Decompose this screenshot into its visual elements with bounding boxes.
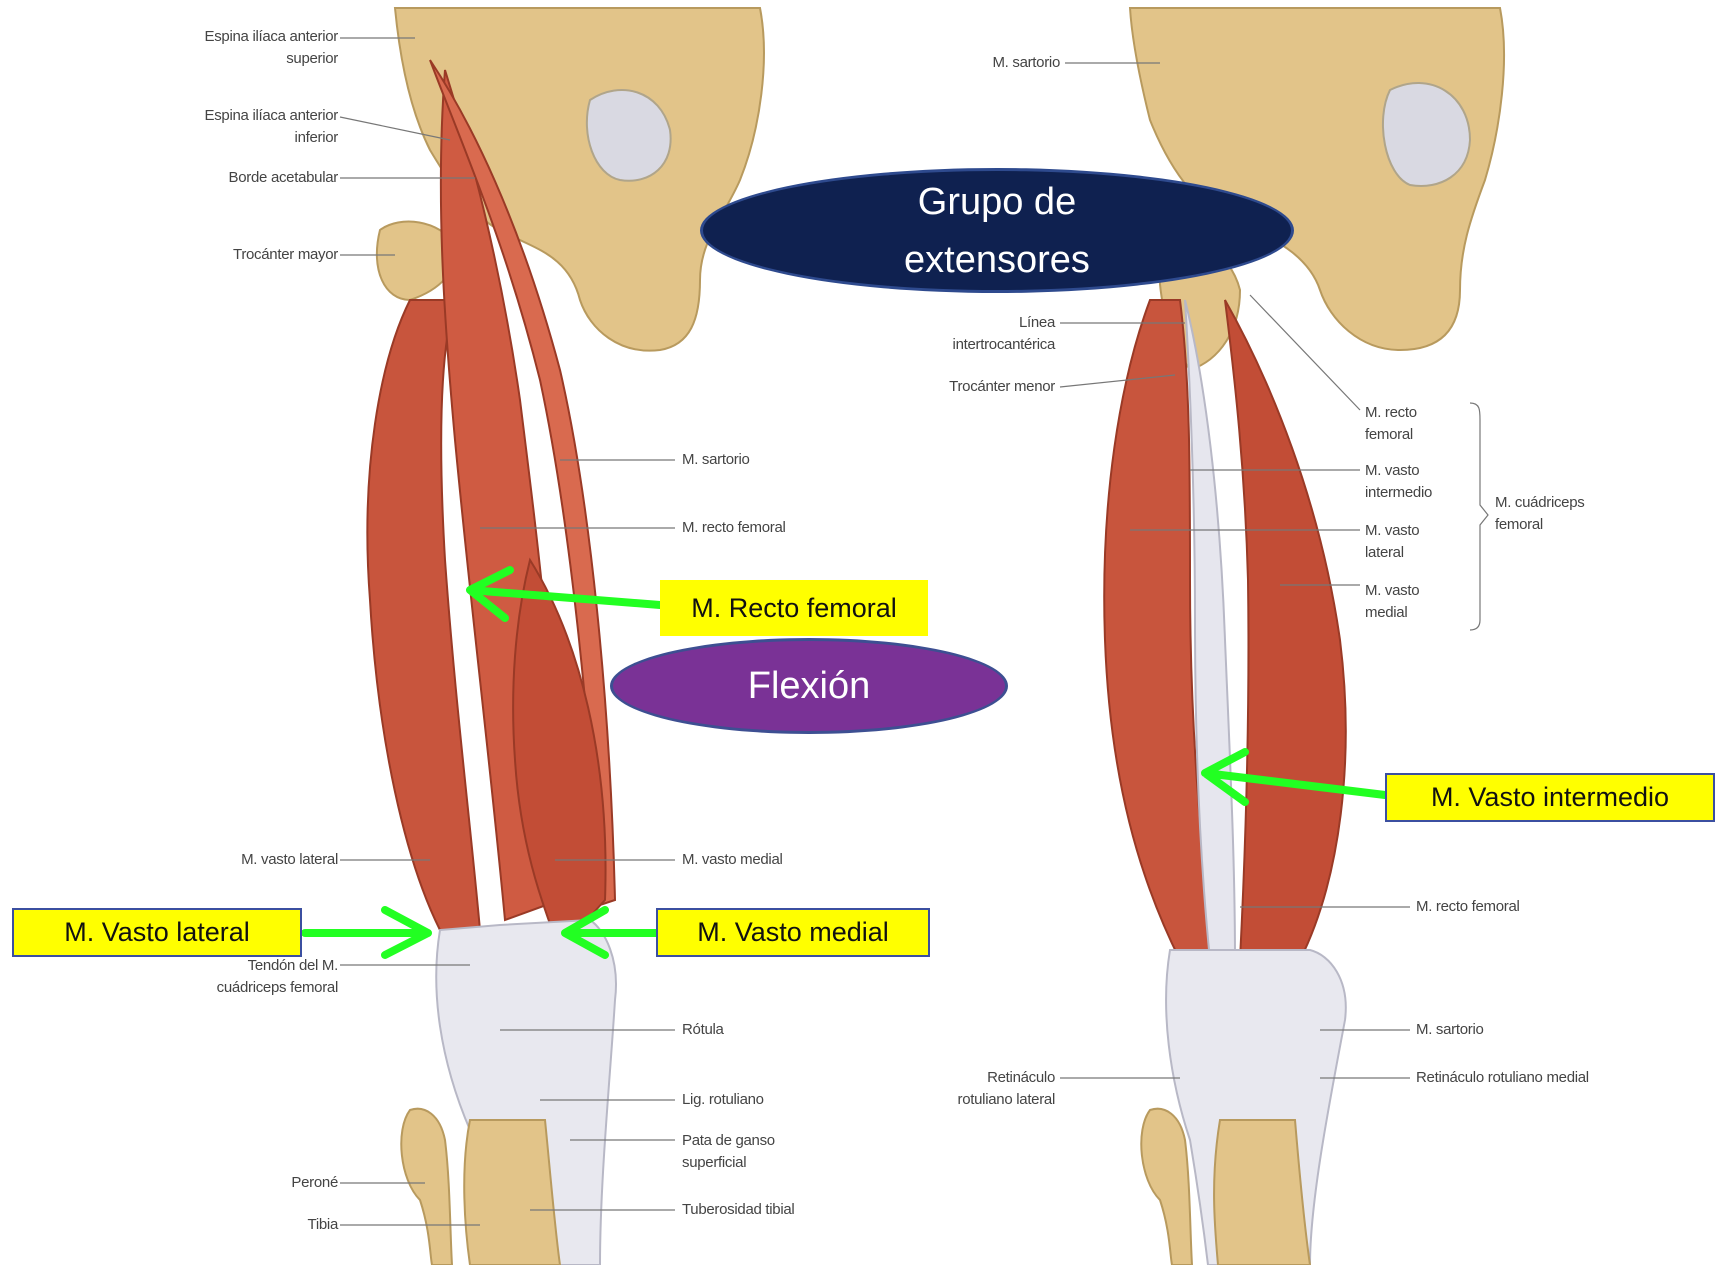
label-vasto-lateral: M. vasto lateral (140, 849, 338, 871)
label-lig-rotuliano: Lig. rotuliano (682, 1089, 882, 1111)
label-perone: Peroné (140, 1172, 338, 1194)
label-recto-femoral: M. recto femoral (682, 517, 882, 539)
callout-recto-femoral: M. Recto femoral (660, 580, 928, 636)
label-tuberosidad-tibial: Tuberosidad tibial (682, 1199, 882, 1221)
label-trocanter-menor: Trocánter menor (860, 376, 1055, 398)
label-right-vasto-medial: M. vasto medial (1365, 580, 1475, 624)
left-fibula (401, 1109, 452, 1265)
label-right-vasto-lateral: M. vasto lateral (1365, 520, 1475, 564)
label-borde-acetabular: Borde acetabular (140, 167, 338, 189)
label-right-sartorio-lower: M. sartorio (1416, 1019, 1616, 1041)
group-oval: Grupo de extensores (700, 168, 1294, 293)
arrow-vasto-lateral (305, 910, 428, 955)
label-retinaculo-medial: Retináculo rotuliano medial (1416, 1067, 1666, 1089)
label-pata-de-ganso: Pata de ganso superficial (682, 1130, 882, 1174)
label-espina-iliaca-anterior-inferior: Espina ilíaca anterior inferior (140, 105, 338, 149)
label-espina-iliaca-anterior-superior: Espina ilíaca anterior superior (140, 26, 338, 70)
callout-vasto-intermedio: M. Vasto intermedio (1385, 773, 1715, 822)
label-linea-intertrocanterica: Línea intertrocantérica (860, 312, 1055, 356)
label-sartorio: M. sartorio (682, 449, 882, 471)
callout-vasto-lateral: M. Vasto lateral (12, 908, 302, 957)
label-right-vasto-intermedio: M. vasto intermedio (1365, 460, 1475, 504)
left-tibia (464, 1120, 560, 1265)
right-fibula (1141, 1109, 1192, 1265)
action-oval: Flexión (610, 638, 1008, 734)
label-retinaculo-lateral: Retináculo rotuliano lateral (860, 1067, 1055, 1111)
right-tibia (1214, 1120, 1310, 1265)
label-tibia: Tibia (140, 1214, 338, 1236)
label-vasto-medial: M. vasto medial (682, 849, 882, 871)
label-tendon-cuadriceps: Tendón del M. cuádriceps femoral (140, 955, 338, 999)
label-cuadriceps-femoral: M. cuádriceps femoral (1495, 492, 1635, 536)
label-right-sartorio: M. sartorio (860, 52, 1060, 74)
label-right-recto-femoral: M. recto femoral (1365, 402, 1475, 446)
right-vasto-medial-muscle (1225, 300, 1346, 960)
label-rotula: Rótula (682, 1019, 882, 1041)
arrow-recto-femoral (470, 570, 660, 618)
label-right-recto-femoral-lower: M. recto femoral (1416, 896, 1616, 918)
label-trocanter-mayor: Trocánter mayor (140, 244, 338, 266)
callout-vasto-medial: M. Vasto medial (656, 908, 930, 957)
